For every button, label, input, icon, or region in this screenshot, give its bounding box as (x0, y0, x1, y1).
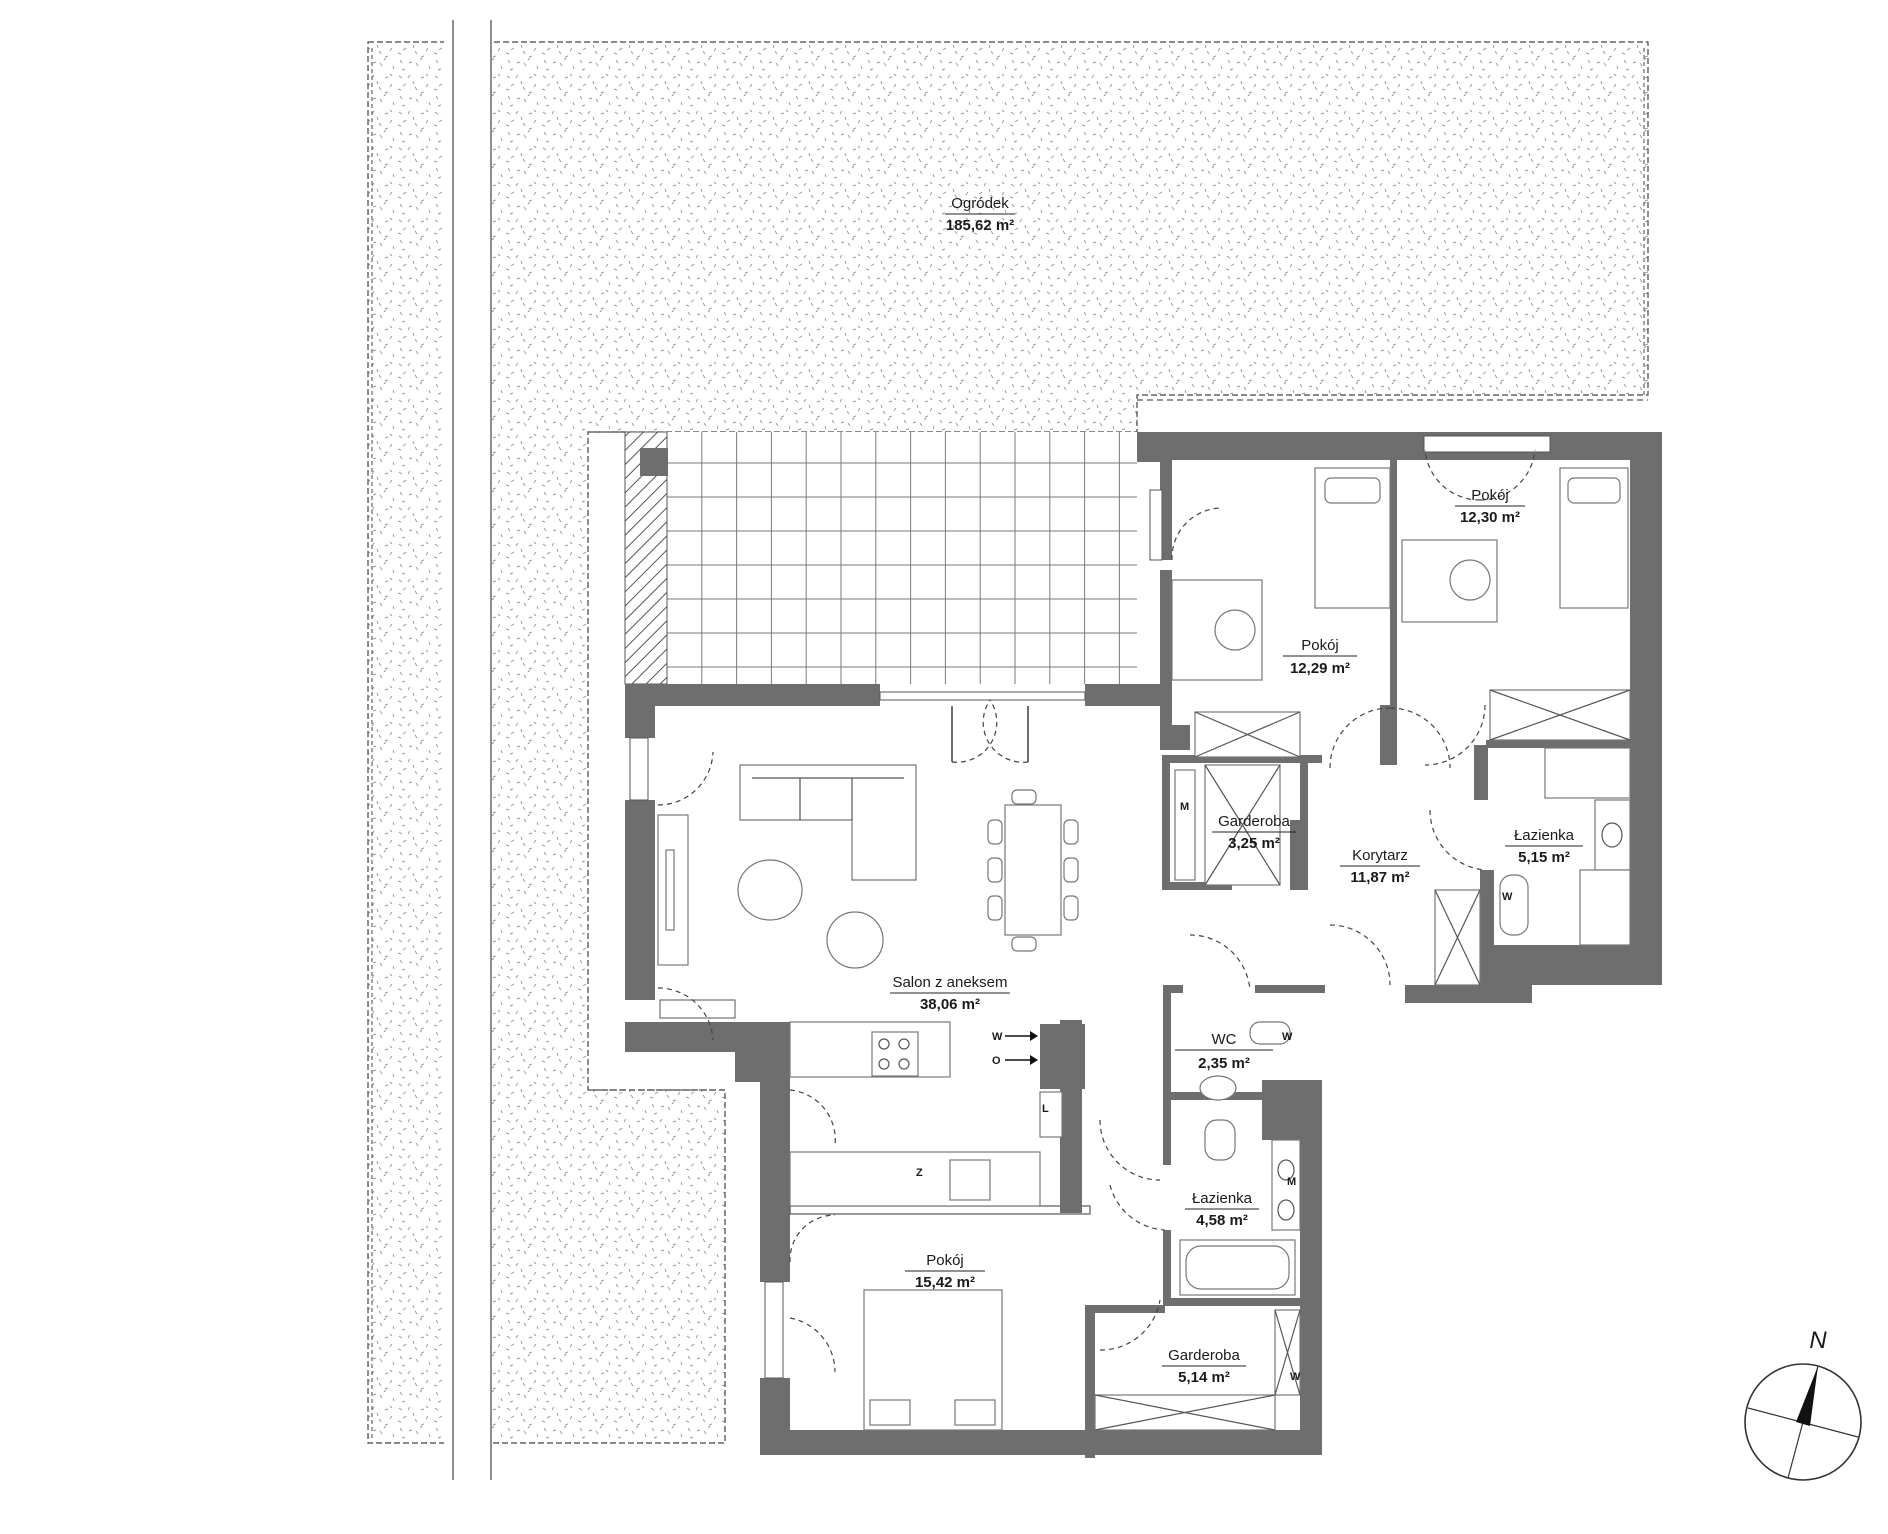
compass-north-label: N (1809, 1327, 1827, 1354)
room-name: Korytarz (1352, 847, 1408, 864)
room-area: 185,62 m² (946, 217, 1014, 234)
room-ogrodek: Ogródek 185,62 m² (945, 195, 1015, 234)
room-name: Pokój (1471, 487, 1509, 504)
symbol-w-2: W (1502, 891, 1513, 903)
room-name: Łazienka (1192, 1190, 1253, 1207)
walls (625, 432, 1662, 1458)
room-pokoj-1230: Pokój 12,30 m² (1455, 487, 1525, 526)
furniture (657, 467, 1631, 1431)
room-area: 12,29 m² (1290, 660, 1350, 677)
room-area: 4,58 m² (1196, 1212, 1248, 1229)
symbol-z: Z (916, 1167, 923, 1179)
installation-symbols: W O L Z M W W M W (916, 801, 1513, 1383)
room-salon: Salon z aneksem 38,06 m² (890, 974, 1010, 1013)
room-pokoj-1229: Pokój 12,29 m² (1283, 637, 1357, 677)
room-name: Pokój (1301, 637, 1339, 654)
symbol-m-2: M (1287, 1176, 1296, 1188)
room-area: 5,14 m² (1178, 1369, 1230, 1386)
symbol-m-1: M (1180, 801, 1189, 813)
room-area: 15,42 m² (915, 1274, 975, 1291)
room-area: 12,30 m² (1460, 509, 1520, 526)
room-name: Salon z aneksem (892, 974, 1007, 991)
windows (629, 435, 1551, 1379)
room-area: 11,87 m² (1350, 869, 1409, 886)
room-lazienka-515: Łazienka 5,15 m² (1505, 827, 1583, 866)
symbol-l: L (1042, 1103, 1049, 1115)
garden-gap (444, 20, 491, 1480)
symbol-w-3: W (1282, 1031, 1293, 1043)
garden-area (367, 20, 1649, 1480)
room-name: Garderoba (1168, 1347, 1240, 1364)
room-name: Ogródek (951, 195, 1009, 212)
symbol-w-4: W (1290, 1371, 1301, 1383)
room-name: Garderoba (1218, 813, 1290, 830)
symbol-w-1: W (992, 1031, 1003, 1043)
compass-needle-icon (1796, 1366, 1818, 1426)
room-area: 2,35 m² (1198, 1055, 1250, 1072)
room-lazienka-458: Łazienka 4,58 m² (1185, 1190, 1259, 1229)
room-area: 5,15 m² (1518, 849, 1570, 866)
room-garderoba-325: Garderoba 3,25 m² (1212, 813, 1296, 852)
room-wc: WC 2,35 m² (1175, 1031, 1273, 1072)
doors (657, 449, 1536, 1373)
terrace (624, 431, 1137, 685)
room-area: 3,25 m² (1228, 835, 1280, 852)
room-area: 38,06 m² (920, 996, 980, 1013)
compass: N (1744, 1327, 1862, 1481)
symbol-o: O (992, 1055, 1001, 1067)
room-name: Łazienka (1514, 827, 1575, 844)
room-pokoj-1542: Pokój 15,42 m² (905, 1252, 985, 1291)
room-labels: Ogródek 185,62 m² Pokój 12,30 m² Pokój 1… (890, 195, 1583, 1386)
room-korytarz: Korytarz 11,87 m² (1340, 847, 1420, 886)
room-name: Pokój (926, 1252, 964, 1269)
room-garderoba-514: Garderoba 5,14 m² (1162, 1347, 1246, 1386)
room-name: WC (1212, 1031, 1237, 1048)
